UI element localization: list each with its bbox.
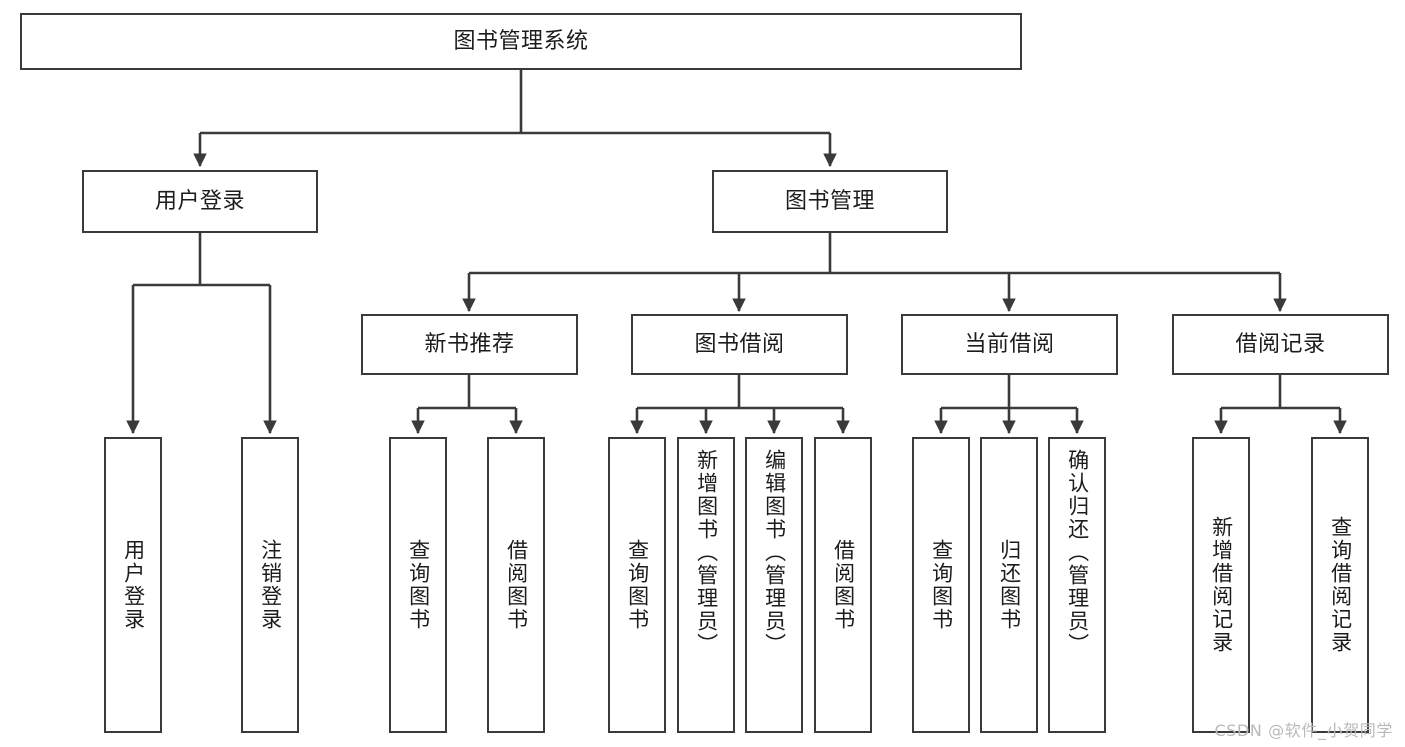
node-label: 编辑图书（管理员） [762,449,787,656]
node-label: 用户登录 [154,188,245,214]
node-current-borrow[interactable]: 当前借阅 [901,314,1118,375]
node-user-login[interactable]: 用户登录 [82,170,318,233]
leaf-user-login-login[interactable]: 用户登录 [104,437,162,733]
leaf-book-borrow-query-book[interactable]: 查询图书 [608,437,666,733]
node-label: 当前借阅 [964,331,1055,357]
node-label: 新增图书（管理员） [694,449,719,656]
leaf-book-borrow-borrow-book[interactable]: 借阅图书 [814,437,872,733]
node-label: 归还图书 [997,539,1022,631]
leaf-book-borrow-add-book-admin[interactable]: 新增图书（管理员） [677,437,735,733]
node-label: 用户登录 [121,539,146,631]
node-label: 图书管理系统 [453,28,589,54]
watermark-text: CSDN @软件_小贺同学 [1214,721,1393,740]
leaf-new-book-query-book[interactable]: 查询图书 [389,437,447,733]
node-borrow-record[interactable]: 借阅记录 [1172,314,1389,375]
node-label: 查询图书 [406,539,431,631]
node-label: 查询借阅记录 [1328,516,1353,654]
node-label: 确认归还（管理员） [1065,449,1090,656]
node-label: 新书推荐 [424,331,515,357]
leaf-current-borrow-query-book[interactable]: 查询图书 [912,437,970,733]
node-label: 图书借阅 [694,331,785,357]
node-label: 图书管理 [784,188,875,214]
node-label: 查询图书 [625,539,650,631]
leaf-borrow-record-query-record[interactable]: 查询借阅记录 [1311,437,1369,733]
leaf-user-login-logout[interactable]: 注销登录 [241,437,299,733]
leaf-current-borrow-return-book[interactable]: 归还图书 [980,437,1038,733]
node-new-book-recommend[interactable]: 新书推荐 [361,314,578,375]
leaf-book-borrow-edit-book-admin[interactable]: 编辑图书（管理员） [745,437,803,733]
node-label: 查询图书 [929,539,954,631]
node-root-book-management-system[interactable]: 图书管理系统 [20,13,1022,70]
node-label: 注销登录 [258,539,283,631]
node-book-management[interactable]: 图书管理 [712,170,948,233]
node-label: 借阅图书 [504,539,529,631]
leaf-new-book-borrow-book[interactable]: 借阅图书 [487,437,545,733]
node-label: 新增借阅记录 [1209,516,1234,654]
leaf-borrow-record-add-record[interactable]: 新增借阅记录 [1192,437,1250,733]
leaf-current-borrow-confirm-return-admin[interactable]: 确认归还（管理员） [1048,437,1106,733]
node-label: 借阅图书 [831,539,856,631]
node-label: 借阅记录 [1235,331,1326,357]
node-book-borrow[interactable]: 图书借阅 [631,314,848,375]
